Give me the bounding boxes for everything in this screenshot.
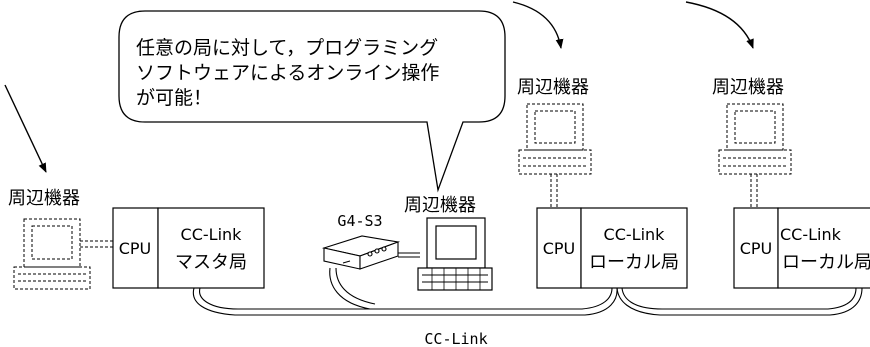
adapter-g4s3: G4-S3	[321, 212, 420, 270]
local2-cpu-box	[733, 207, 779, 289]
pointer-arrows	[4, 1, 754, 173]
local1-role-label: ローカル局	[589, 252, 679, 273]
laptop-icon	[417, 217, 493, 291]
cable-local1-to-local2	[616, 287, 863, 316]
callout-bubble: 任意の局に対して，プログラミング ソフトウェアによるオンライン操作 が可能！	[118, 10, 506, 193]
local1-cpu-label: CPU	[543, 239, 576, 258]
peripheral-left: 周辺機器	[8, 188, 113, 290]
peripheral-local1-label: 周辺機器	[517, 77, 589, 98]
cable-master-to-local1	[192, 287, 618, 316]
master-role-label: マスタ局	[175, 252, 247, 273]
peripheral-local2: 周辺機器	[712, 77, 792, 208]
adapter-label: G4-S3	[337, 212, 382, 230]
local-station-1: CPU CC-Link ローカル局	[536, 207, 688, 289]
local2-cpu-label: CPU	[740, 239, 773, 258]
local2-link-label: CC-Link	[780, 225, 842, 244]
arrow-to-left-peripheral	[4, 84, 47, 173]
laptop-icon	[13, 218, 91, 290]
cc-link-cables	[192, 267, 863, 316]
peripheral-local1: 周辺機器	[517, 77, 592, 208]
master-cpu-box	[112, 207, 159, 289]
peripheral-left-label: 周辺機器	[8, 188, 80, 209]
local1-cpu-box	[536, 207, 582, 289]
callout-line-3: が可能！	[136, 87, 212, 109]
adapter-device-icon	[321, 235, 401, 270]
local-station-2: CPU CC-Link ローカル局	[733, 207, 870, 289]
arrow-to-local1-peripheral	[512, 1, 564, 49]
cable-adapter-to-bus	[329, 267, 371, 310]
laptop-icon	[518, 103, 592, 175]
master-link-box	[157, 207, 265, 289]
peripheral-local2-label: 周辺機器	[712, 77, 784, 98]
network-label: CC-Link	[424, 330, 487, 347]
local2-role-label: ローカル局	[782, 252, 870, 273]
arrow-to-local2-peripheral	[685, 1, 754, 49]
master-cpu-label: CPU	[119, 239, 152, 258]
callout-line-1: 任意の局に対して，プログラミング	[136, 37, 438, 59]
peripheral-center: 周辺機器	[404, 195, 493, 291]
master-link-label: CC-Link	[181, 225, 243, 244]
peripheral-center-label: 周辺機器	[404, 195, 476, 216]
local1-link-box	[580, 207, 688, 289]
laptop-icon	[718, 103, 792, 175]
local2-link-box	[777, 207, 870, 289]
callout-line-2: ソフトウェアによるオンライン操作	[136, 62, 439, 84]
master-station: CPU CC-Link マスタ局	[112, 207, 265, 289]
local1-link-label: CC-Link	[604, 225, 666, 244]
